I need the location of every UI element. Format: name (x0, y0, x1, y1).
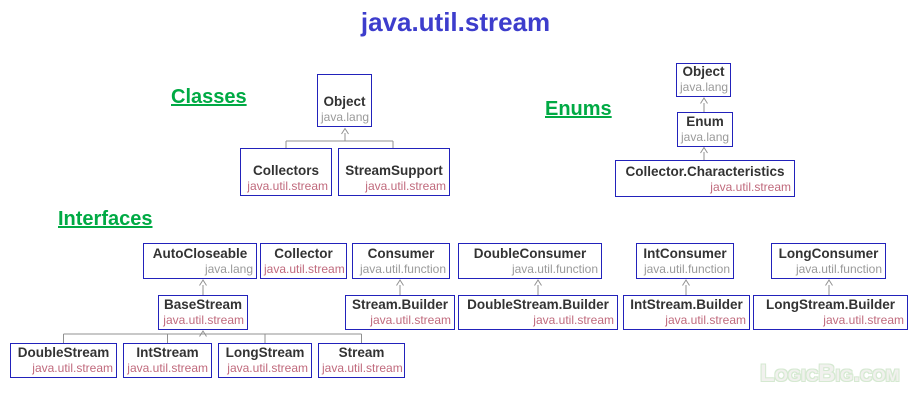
node-name: IntConsumer (643, 246, 727, 261)
arrowhead-up-icon (341, 127, 349, 135)
node-package: java.util.stream (32, 361, 113, 375)
node-package: java.util.function (511, 262, 598, 276)
section-label-enums: Enums (545, 98, 612, 120)
node-intconsumer: IntConsumer java.util.function (636, 243, 734, 279)
node-name: Collector.Characteristics (625, 164, 785, 179)
page-title: java.util.stream (360, 7, 551, 37)
node-package: java.lang (204, 262, 253, 276)
node-package: java.util.stream (365, 179, 446, 193)
logicbig-watermark: LogicBig.com (760, 360, 900, 387)
node-package: java.util.stream (127, 361, 208, 375)
node-package: java.lang (321, 110, 370, 124)
node-name: Collector (274, 246, 333, 261)
node-package: java.util.stream (264, 262, 345, 276)
node-autocloseable: AutoCloseable java.lang (143, 243, 257, 279)
arrowhead-up-icon (700, 97, 708, 104)
arrowhead-up-icon (534, 279, 542, 286)
node-name: LongStream (225, 345, 305, 360)
node-package: java.util.stream (823, 313, 904, 327)
section-label-classes: Classes (171, 86, 247, 108)
node-package: java.util.stream (247, 179, 328, 193)
node-package: java.util.stream (370, 313, 451, 327)
node-consumer: Consumer java.util.function (352, 243, 450, 279)
node-package: java.util.stream (322, 361, 403, 375)
node-name: StreamSupport (345, 163, 443, 178)
arrowhead-up-icon (396, 279, 404, 286)
node-stream: Stream java.util.stream (318, 343, 405, 378)
node-doublestream-builder: DoubleStream.Builder java.util.stream (458, 295, 618, 330)
node-collectors: Collectors java.util.stream (240, 148, 332, 196)
node-name: IntStream (136, 345, 199, 360)
arrowhead-up-icon (199, 279, 207, 286)
node-package: java.util.stream (227, 361, 308, 375)
node-object-classes: Object java.lang (317, 74, 372, 127)
node-streamsupport: StreamSupport java.util.stream (338, 148, 450, 196)
node-name: Stream.Builder (351, 297, 449, 312)
node-name: LongStream.Builder (765, 297, 895, 312)
arrowhead-up-icon (199, 330, 207, 337)
node-longstream-builder: LongStream.Builder java.util.stream (753, 295, 908, 330)
arrowhead-up-icon (825, 279, 833, 286)
node-name: Enum (686, 114, 724, 129)
node-package: java.lang (681, 130, 730, 144)
node-stream-builder: Stream.Builder java.util.stream (345, 295, 455, 330)
node-name: Collectors (252, 163, 320, 178)
node-name: Stream (338, 345, 385, 360)
node-package: java.util.stream (665, 313, 746, 327)
node-doublestream: DoubleStream java.util.stream (10, 343, 117, 378)
node-intstream: IntStream java.util.stream (123, 343, 212, 378)
node-object-enums: Object java.lang (676, 63, 731, 97)
node-name: DoubleStream.Builder (467, 297, 609, 312)
node-name: IntStream.Builder (630, 297, 743, 312)
node-enum: Enum java.lang (677, 112, 733, 147)
node-name: DoubleStream (17, 345, 110, 360)
node-name: Object (682, 64, 725, 79)
node-name: DoubleConsumer (473, 246, 587, 261)
arrowhead-up-icon (700, 146, 708, 154)
node-longconsumer: LongConsumer java.util.function (771, 243, 886, 279)
node-package: java.util.function (795, 262, 882, 276)
node-name: LongConsumer (778, 246, 879, 261)
node-package: java.lang (680, 80, 729, 94)
node-package: java.util.function (359, 262, 446, 276)
node-name: Object (323, 94, 366, 109)
node-collector: Collector java.util.stream (260, 243, 347, 279)
node-intstream-builder: IntStream.Builder java.util.stream (623, 295, 750, 330)
node-name: AutoCloseable (152, 246, 248, 261)
node-longstream: LongStream java.util.stream (218, 343, 312, 378)
node-package: java.util.stream (710, 180, 791, 194)
section-label-interfaces: Interfaces (58, 208, 153, 230)
node-package: java.util.stream (163, 313, 244, 327)
node-basestream: BaseStream java.util.stream (158, 295, 248, 330)
node-package: java.util.function (643, 262, 730, 276)
node-name: Consumer (367, 246, 435, 261)
node-name: BaseStream (163, 297, 243, 312)
node-doubleconsumer: DoubleConsumer java.util.function (458, 243, 602, 279)
arrowhead-up-icon (682, 279, 690, 286)
node-collector-characteristics: Collector.Characteristics java.util.stre… (615, 160, 795, 197)
node-package: java.util.stream (533, 313, 614, 327)
